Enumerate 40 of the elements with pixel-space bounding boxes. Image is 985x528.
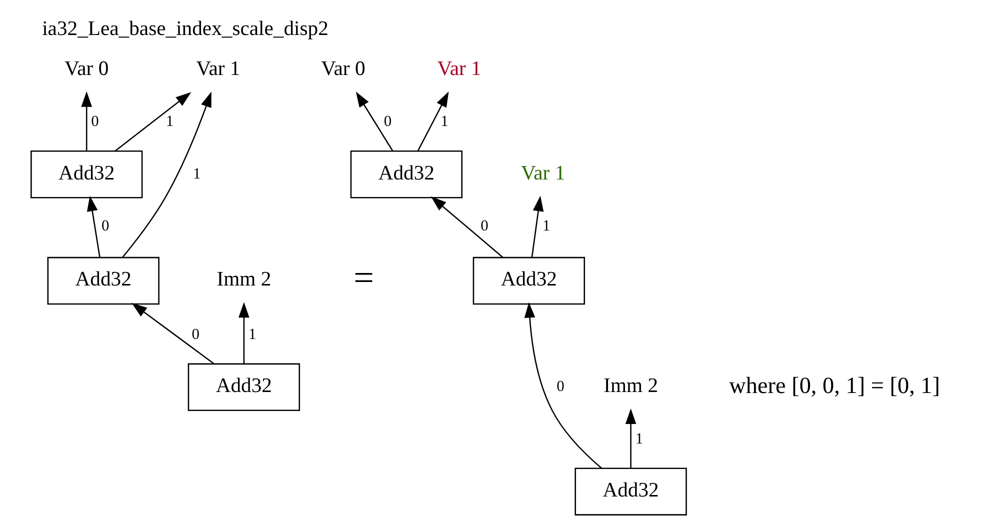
arrow (132, 302, 214, 364)
edge-label: 1 (166, 113, 174, 130)
arrow (81, 91, 92, 151)
node-text: Var 1 (437, 58, 482, 80)
arrow (531, 196, 544, 258)
node-text: Var 0 (64, 58, 109, 80)
arrow (524, 302, 602, 469)
arrow (86, 196, 100, 258)
node-text: Var 0 (321, 58, 366, 80)
arrow (625, 408, 636, 468)
arrow (238, 302, 250, 364)
node-box: Add32 (30, 150, 143, 198)
node-text: Imm 2 (604, 375, 658, 398)
arrow (430, 196, 504, 258)
diagram-title: ia32_Lea_base_index_scale_disp2 (42, 18, 328, 40)
label: where [0, 0, 1] = [0, 1] (729, 372, 940, 399)
node-box: Add32 (188, 363, 300, 411)
label: = (354, 258, 374, 298)
node-box: Add32 (472, 256, 586, 305)
edge-label: 0 (480, 218, 488, 235)
node-box: Add32 (574, 468, 687, 516)
arrow (114, 92, 192, 152)
edge-label: 1 (542, 218, 550, 235)
edge-label: 1 (440, 113, 448, 130)
node-text: Var 1 (196, 58, 240, 80)
edge-label: 1 (193, 165, 201, 182)
edge-label: 0 (556, 378, 564, 396)
edge-label: 0 (91, 113, 99, 130)
node-text: Var 1 (521, 162, 566, 184)
edge-label: 0 (101, 218, 110, 235)
arrow (356, 92, 394, 152)
arrow (417, 92, 449, 152)
node-box: Add32 (47, 256, 160, 305)
edge-label: 1 (635, 430, 644, 448)
node-text: Imm 2 (216, 268, 272, 291)
edge-label: 0 (192, 326, 200, 343)
arrow (122, 92, 212, 258)
edge-label: 1 (248, 326, 256, 343)
edge-label: 0 (384, 113, 392, 130)
node-box: Add32 (350, 150, 463, 198)
